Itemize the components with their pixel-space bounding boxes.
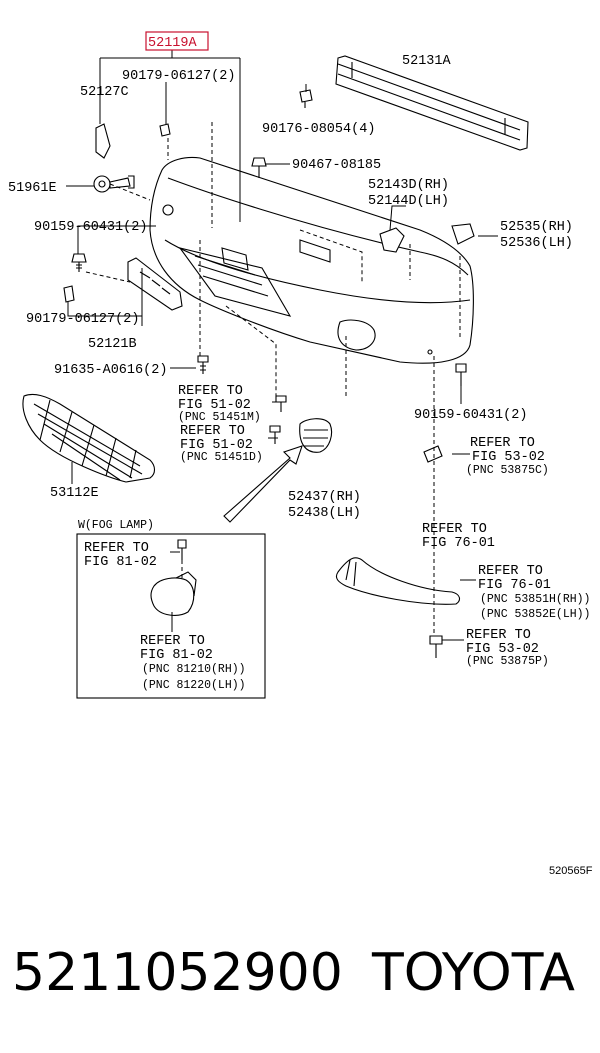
callout-52438[interactable]: 52438(LH) [288, 506, 361, 521]
callout-91635[interactable]: 91635-A0616(2) [54, 363, 167, 378]
callout-52535[interactable]: 52535(RH) [500, 220, 573, 235]
callout-52536[interactable]: 52536(LH) [500, 236, 573, 251]
pin-51451D-drawing [269, 425, 281, 444]
refer-53851H-line4: (PNC 53852E(LH)) [480, 608, 590, 621]
callout-52143D[interactable]: 52143D(RH) [368, 178, 449, 193]
refer-53875C-line3: (PNC 53875C) [466, 464, 549, 477]
refer-51451D-line1: REFER TO [180, 424, 245, 439]
callout-52127C[interactable]: 52127C [80, 85, 129, 100]
callout-52119A-text[interactable]: 52119A [148, 36, 198, 51]
callout-52131A[interactable]: 52131A [402, 54, 452, 69]
refer-51451M: REFER TO FIG 51-02 (PNC 51451M) [178, 384, 261, 424]
callout-90159-left[interactable]: 90159-60431(2) [34, 220, 147, 235]
clip-90179-top-drawing [159, 123, 171, 137]
footer-brand: TOYOTA [371, 943, 575, 1003]
foglamp-cover-drawing [299, 418, 333, 453]
inset-ref2-line1: REFER TO [140, 634, 205, 649]
pin-51451M-drawing [275, 395, 287, 412]
refer-51451M-line1: REFER TO [178, 384, 243, 399]
refer-51451D: REFER TO FIG 51-02 (PNC 51451D) [180, 424, 263, 464]
refer-53875P-line3: (PNC 53875P) [466, 655, 549, 668]
clip-90467-drawing [251, 157, 267, 178]
refer-53851H: REFER TO FIG 76-01 (PNC 53851H(RH)) (PNC… [478, 564, 590, 621]
refer-76-01-top-line2: FIG 76-01 [422, 536, 495, 551]
fog-lamp-inset: W(FOG LAMP) REFER TO FIG 81-02 REFER TO … [76, 519, 266, 699]
clip-90179-bottom-drawing [63, 285, 75, 303]
retainer-52143D-drawing [379, 227, 405, 253]
callout-51961E[interactable]: 51961E [8, 181, 57, 196]
callout-90159-right[interactable]: 90159-60431(2) [414, 408, 527, 423]
screw-90159-right-drawing [455, 363, 467, 386]
pointer-arrow [223, 445, 303, 523]
inset-ref2-line3: (PNC 81210(RH)) [142, 663, 246, 676]
refer-53875P: REFER TO FIG 53-02 (PNC 53875P) [466, 628, 549, 668]
figure-id: 520565F [549, 865, 593, 877]
callout-52144D[interactable]: 52144D(LH) [368, 194, 449, 209]
front-bumper-cover-drawing [149, 156, 474, 364]
refer-53851H-line3: (PNC 53851H(RH)) [480, 593, 590, 606]
inset-ref2-line2: FIG 81-02 [140, 648, 213, 663]
callout-90179-bottom[interactable]: 90179-06127(2) [26, 312, 139, 327]
refer-53875C: REFER TO FIG 53-02 (PNC 53875C) [466, 436, 549, 477]
refer-76-01-top-line1: REFER TO [422, 522, 487, 537]
callout-52121B[interactable]: 52121B [88, 337, 137, 352]
bracket-52121B-drawing [127, 257, 183, 311]
callout-53112E[interactable]: 53112E [50, 486, 99, 501]
bumper-reinforcement-drawing [335, 55, 529, 151]
refer-51451M-line2: FIG 51-02 [178, 398, 251, 413]
footer-part-number: 5211052900 [12, 943, 343, 1003]
refer-53875P-line1: REFER TO [466, 628, 531, 643]
callout-52119A[interactable]: 52119A [145, 31, 209, 51]
callout-90467[interactable]: 90467-08185 [292, 158, 381, 173]
callout-90176[interactable]: 90176-08054(4) [262, 122, 375, 137]
refer-76-01-top: REFER TO FIG 76-01 [422, 522, 495, 551]
leader-lines [66, 50, 498, 641]
screw-90159-left-drawing [71, 253, 87, 272]
refer-51451D-line3: (PNC 51451D) [180, 451, 263, 464]
bracket-52127C-drawing [95, 123, 111, 159]
refer-53875P-line2: FIG 53-02 [466, 642, 539, 657]
fog-lamp-drawing [150, 571, 197, 616]
clip-53875C-drawing [423, 445, 443, 463]
refer-53875C-line1: REFER TO [470, 436, 535, 451]
callout-90179-top[interactable]: 90179-06127(2) [122, 69, 235, 84]
fog-lamp-screw-drawing [177, 539, 187, 560]
inset-ref1-line1: REFER TO [84, 541, 149, 556]
refer-51451M-line3: (PNC 51451M) [178, 411, 261, 424]
tow-hook-drawing [93, 175, 135, 193]
bolt-91635-drawing [197, 355, 209, 374]
inset-ref2-line4: (PNC 81220(LH)) [142, 679, 246, 692]
refer-53851H-line1: REFER TO [478, 564, 543, 579]
clip-53875P-drawing [429, 635, 443, 658]
refer-53851H-line2: FIG 76-01 [478, 578, 551, 593]
side-molding-drawing [335, 557, 461, 605]
clip-90176-drawing [299, 89, 313, 108]
assembly-dash-lines [85, 122, 461, 636]
refer-53875C-line2: FIG 53-02 [472, 450, 545, 465]
radiator-grille-drawing [22, 393, 156, 483]
callout-52437[interactable]: 52437(RH) [288, 490, 361, 505]
inset-title: W(FOG LAMP) [78, 519, 154, 532]
retainer-52535-drawing [451, 223, 475, 245]
refer-51451D-line2: FIG 51-02 [180, 438, 253, 453]
inset-ref1-line2: FIG 81-02 [84, 555, 157, 570]
